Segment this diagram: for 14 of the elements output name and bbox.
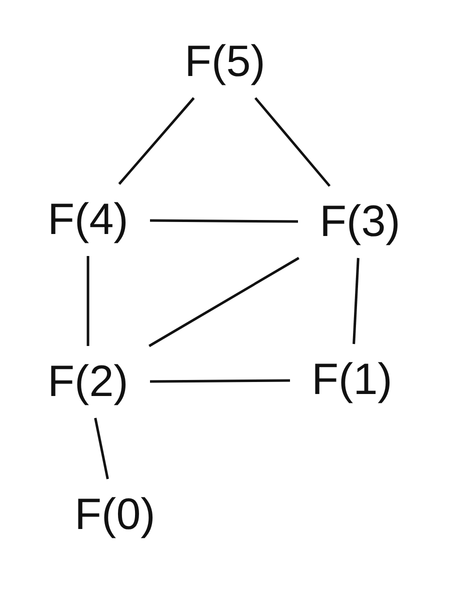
node-label: F(3) [320,200,400,244]
connector-line [150,379,290,383]
node-label: F(4) [48,198,128,242]
connector-line [86,256,90,346]
connector-line [352,258,360,344]
connector-line [94,418,109,480]
node-label: F(2) [48,360,128,404]
node-label: F(0) [74,493,156,537]
node-label: F(1) [312,358,392,402]
connector-line [150,219,298,223]
connector-line [254,97,331,187]
node-label: F(5) [184,40,266,84]
connector-line [118,97,195,185]
connector-line [148,256,300,348]
